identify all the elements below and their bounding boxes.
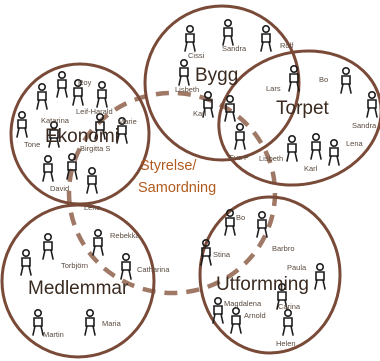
member-name: Roy: [78, 78, 92, 87]
member-name: Tone: [24, 140, 41, 149]
member-name: Arnold: [244, 311, 266, 320]
member-name: Bo: [319, 75, 329, 84]
member-name: Barbro: [272, 244, 295, 253]
member-name: Lena: [84, 203, 101, 212]
group-title-torpet: Torpet: [276, 98, 329, 119]
member-name: Karl: [304, 164, 318, 173]
member-name: Sandra: [352, 121, 377, 130]
member-name: Marie: [118, 117, 137, 126]
member-name: Stina: [213, 250, 231, 259]
member-name: Helen: [276, 339, 296, 348]
member-name: Lars: [266, 84, 281, 93]
member-name: Lisbeth: [175, 85, 200, 94]
member-name: Karl: [193, 109, 207, 118]
medlemmar-ring: [0, 203, 156, 359]
member-name: Paula: [287, 263, 307, 272]
member-name: Carina: [278, 302, 301, 311]
member-name: Birgitta S: [80, 144, 111, 153]
member-name: Torbjörn: [61, 261, 89, 270]
member-name: Leif-Harald: [76, 107, 113, 116]
center-title-line1: Styrelse/: [140, 158, 197, 174]
member-name: Maria: [102, 319, 121, 328]
group-title-medlemmar: Medlemmar: [28, 278, 129, 299]
center-title-line2: Samordning: [138, 180, 217, 196]
member-name: Rolf: [280, 41, 294, 50]
member-name: Lena: [346, 139, 363, 148]
member-name: Rebekka: [110, 231, 140, 240]
member-name: Katarina: [41, 116, 69, 125]
member-name: David: [50, 184, 70, 193]
member-name: Lisbeth: [259, 154, 284, 163]
group-title-utformning: Utformning: [216, 274, 309, 295]
bygg-ring: [143, 4, 301, 162]
member-name: Sandra: [222, 44, 247, 53]
member-name: Magdalena: [224, 299, 262, 308]
member-name: Martin: [43, 330, 64, 339]
member-name: Catharina: [137, 265, 170, 274]
styrelse-dashed-ring: [66, 90, 278, 296]
group-title-ekonomi: Ekonomi: [45, 126, 119, 147]
member-name: Bo: [236, 213, 246, 222]
member-name: Cissi: [188, 51, 205, 60]
utformning-ring: [198, 195, 342, 355]
member-name: Eva P: [229, 153, 250, 162]
group-title-bygg: Bygg: [195, 65, 239, 86]
